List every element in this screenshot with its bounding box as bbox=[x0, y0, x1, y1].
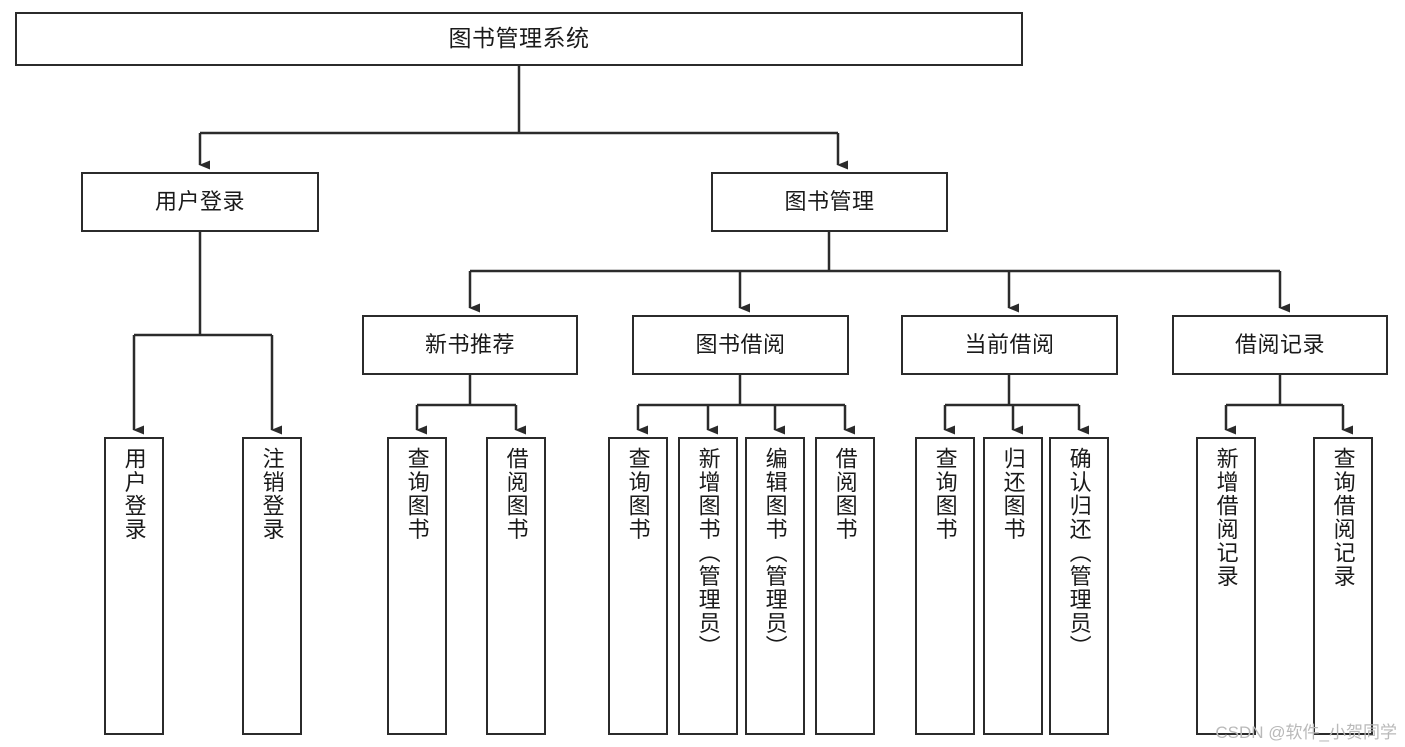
node-leaf-query-book-3-label: 查询图书 bbox=[932, 447, 958, 541]
node-book-manage[interactable]: 图书管理 bbox=[711, 172, 948, 232]
node-leaf-borrow-book-2-label: 借阅图书 bbox=[832, 447, 858, 541]
node-leaf-borrow-book-1-label: 借阅图书 bbox=[503, 447, 529, 541]
node-leaf-logout-label: 注销登录 bbox=[259, 447, 285, 541]
node-leaf-confirm-return-label: 确认归还（管理员） bbox=[1066, 447, 1092, 659]
node-leaf-query-record[interactable]: 查询借阅记录 bbox=[1313, 437, 1373, 735]
node-leaf-add-book-label: 新增图书（管理员） bbox=[695, 447, 721, 659]
node-root-label: 图书管理系统 bbox=[448, 25, 590, 52]
node-leaf-add-record-label: 新增借阅记录 bbox=[1213, 447, 1239, 588]
node-leaf-query-book-2-label: 查询图书 bbox=[625, 447, 651, 541]
node-leaf-add-book[interactable]: 新增图书（管理员） bbox=[678, 437, 738, 735]
node-root[interactable]: 图书管理系统 bbox=[15, 12, 1023, 66]
node-leaf-logout[interactable]: 注销登录 bbox=[242, 437, 302, 735]
node-leaf-query-book-1-label: 查询图书 bbox=[404, 447, 430, 541]
node-leaf-query-book-3[interactable]: 查询图书 bbox=[915, 437, 975, 735]
node-borrow-record-label: 借阅记录 bbox=[1234, 331, 1325, 357]
node-leaf-add-record[interactable]: 新增借阅记录 bbox=[1196, 437, 1256, 735]
node-leaf-edit-book-label: 编辑图书（管理员） bbox=[762, 447, 788, 659]
node-current-borrow[interactable]: 当前借阅 bbox=[901, 315, 1118, 375]
node-book-manage-label: 图书管理 bbox=[784, 188, 875, 214]
node-new-book-rec[interactable]: 新书推荐 bbox=[362, 315, 578, 375]
node-leaf-query-record-label: 查询借阅记录 bbox=[1330, 447, 1356, 588]
node-leaf-return-book-label: 归还图书 bbox=[1000, 447, 1026, 541]
node-leaf-user-login-label: 用户登录 bbox=[121, 447, 147, 541]
node-book-borrow-label: 图书借阅 bbox=[695, 331, 786, 357]
node-user-login[interactable]: 用户登录 bbox=[81, 172, 319, 232]
csdn-watermark: CSDN @软件_小贺同学 bbox=[1215, 723, 1397, 742]
node-user-login-label: 用户登录 bbox=[154, 188, 245, 214]
node-leaf-borrow-book-1[interactable]: 借阅图书 bbox=[486, 437, 546, 735]
node-leaf-query-book-1[interactable]: 查询图书 bbox=[387, 437, 447, 735]
node-leaf-confirm-return[interactable]: 确认归还（管理员） bbox=[1049, 437, 1109, 735]
node-leaf-return-book[interactable]: 归还图书 bbox=[983, 437, 1043, 735]
node-leaf-query-book-2[interactable]: 查询图书 bbox=[608, 437, 668, 735]
node-current-borrow-label: 当前借阅 bbox=[964, 331, 1055, 357]
node-leaf-edit-book[interactable]: 编辑图书（管理员） bbox=[745, 437, 805, 735]
node-borrow-record[interactable]: 借阅记录 bbox=[1172, 315, 1388, 375]
node-new-book-rec-label: 新书推荐 bbox=[424, 331, 515, 357]
node-leaf-borrow-book-2[interactable]: 借阅图书 bbox=[815, 437, 875, 735]
node-leaf-user-login[interactable]: 用户登录 bbox=[104, 437, 164, 735]
node-book-borrow[interactable]: 图书借阅 bbox=[632, 315, 849, 375]
